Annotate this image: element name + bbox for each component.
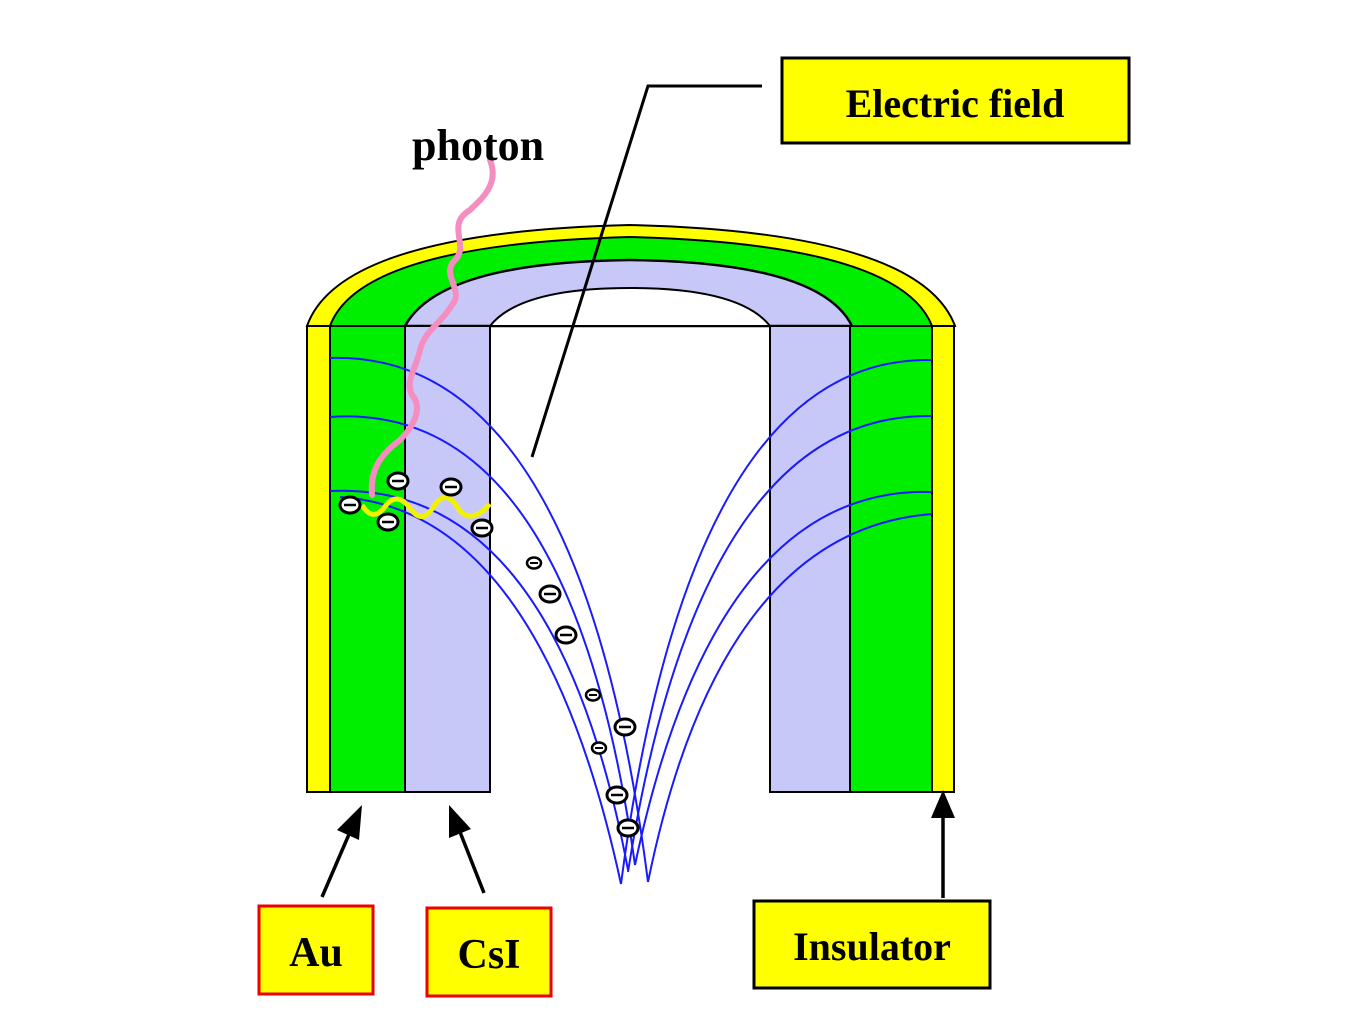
electron <box>616 818 640 838</box>
electric-field-label-box <box>780 56 1131 145</box>
electron <box>386 471 410 491</box>
field-line-right-4 <box>647 513 933 883</box>
field-line-right-3 <box>634 490 933 866</box>
left-wall <box>306 325 491 793</box>
electron <box>439 477 463 497</box>
electric-field-leader-line <box>530 84 762 458</box>
pointer-arrows <box>320 790 955 898</box>
electron <box>470 518 494 538</box>
insulator-label: Insulator <box>793 924 951 969</box>
insulator-arrow-head <box>931 790 955 818</box>
left-insulator-layer <box>306 325 331 793</box>
electron <box>538 584 562 604</box>
insulator-label-box <box>752 899 992 990</box>
csi-arrow-head <box>449 805 471 838</box>
field-line-left-3 <box>329 489 629 871</box>
electron <box>376 512 400 532</box>
right-wall <box>769 325 955 793</box>
au-label: Au <box>289 930 343 976</box>
electron <box>613 717 637 737</box>
electron <box>338 495 362 515</box>
electrons <box>338 471 640 838</box>
photon-wave <box>368 157 496 498</box>
field-line-right-1 <box>620 358 933 885</box>
right-au-layer <box>849 325 933 793</box>
electron <box>525 556 543 570</box>
csi-label: CsI <box>457 932 520 978</box>
field-line-left-1 <box>329 356 649 883</box>
electron <box>605 785 629 805</box>
field-line-right-2 <box>627 414 933 873</box>
csi-arrow-shaft <box>458 831 486 894</box>
photon-label: photon <box>412 121 544 170</box>
electron <box>554 625 578 645</box>
electron <box>590 741 608 755</box>
au-arrow-shaft <box>320 831 352 898</box>
field-line-left-4 <box>339 496 622 885</box>
csi-label-box <box>425 906 553 998</box>
field-line-left-2 <box>329 415 636 866</box>
photoelectron-wave <box>359 495 492 519</box>
electron <box>584 688 602 702</box>
electric-field-label: Electric field <box>846 81 1065 126</box>
left-au-layer <box>329 325 406 793</box>
au-arrow-head <box>337 805 362 840</box>
dome-inner-cavity <box>487 286 773 327</box>
au-label-box <box>257 904 375 996</box>
electric-field-lines <box>329 356 933 885</box>
left-csi-layer <box>404 325 491 793</box>
right-insulator-layer <box>931 325 955 793</box>
detector-dome <box>305 223 957 328</box>
